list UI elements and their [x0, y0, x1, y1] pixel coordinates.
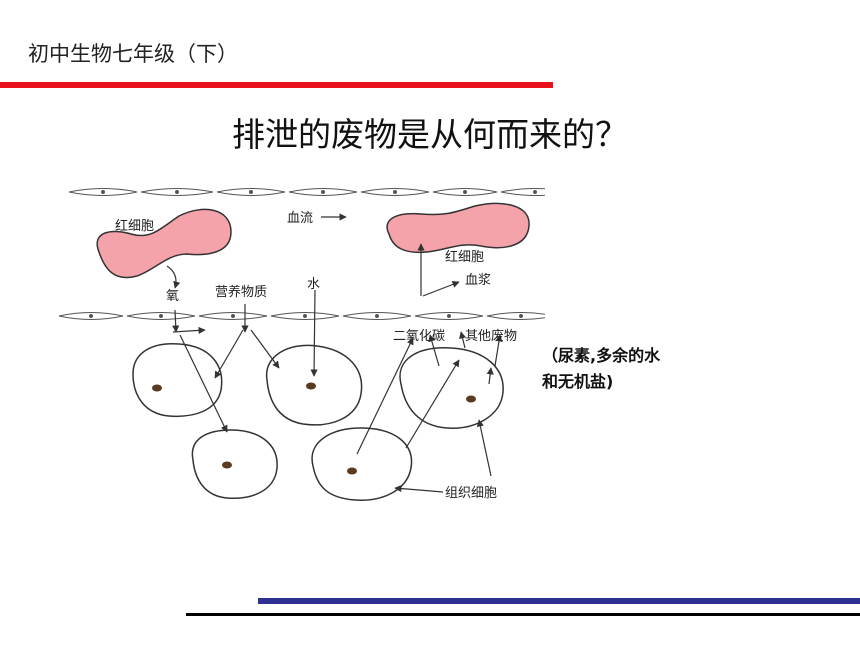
slide-title: 排泄的废物是从何而来的？ — [232, 115, 628, 154]
waste-note-line-1: （尿素,多余的水 — [542, 346, 661, 365]
excretion-diagram: 红细胞 血流 红细胞 血浆 氧 营养物质 水 二氧化碳 其他废物 组织细胞 — [58, 188, 545, 501]
red-blood-cell-right — [386, 202, 530, 254]
upper-capillary-wall — [68, 188, 545, 196]
tissue-cell-3 — [399, 347, 504, 429]
tissue-cell-4 — [191, 429, 278, 499]
course-header: 初中生物七年级（下） — [28, 42, 238, 66]
label-nutrients: 营养物质 — [215, 284, 267, 300]
footer-black-rule — [186, 613, 860, 616]
cell-nuclei — [152, 382, 476, 475]
tissue-cell-1 — [132, 343, 223, 418]
label-blood-flow: 血流 — [287, 211, 313, 226]
header-red-rule — [0, 82, 553, 88]
label-plasma: 血浆 — [465, 273, 491, 288]
waste-note: （尿素,多余的水 和无机盐) — [542, 343, 660, 395]
flow-arrows — [166, 213, 503, 493]
label-other-waste: 其他废物 — [465, 328, 517, 344]
label-rbc-left: 红细胞 — [115, 218, 154, 234]
label-co2: 二氧化碳 — [393, 329, 445, 344]
waste-note-line-2: 和无机盐) — [542, 372, 614, 391]
label-oxygen: 氧 — [166, 289, 179, 304]
label-rbc-right: 红细胞 — [445, 249, 484, 265]
tissue-cell-2 — [265, 344, 363, 426]
lower-capillary-wall — [58, 312, 545, 320]
red-blood-cell-left — [96, 208, 232, 279]
label-tissue-cell: 组织细胞 — [445, 486, 497, 501]
tissue-cell-5 — [311, 427, 413, 501]
label-water: 水 — [307, 277, 320, 292]
footer-blue-bar — [258, 598, 860, 604]
tissue-cells — [132, 343, 504, 501]
